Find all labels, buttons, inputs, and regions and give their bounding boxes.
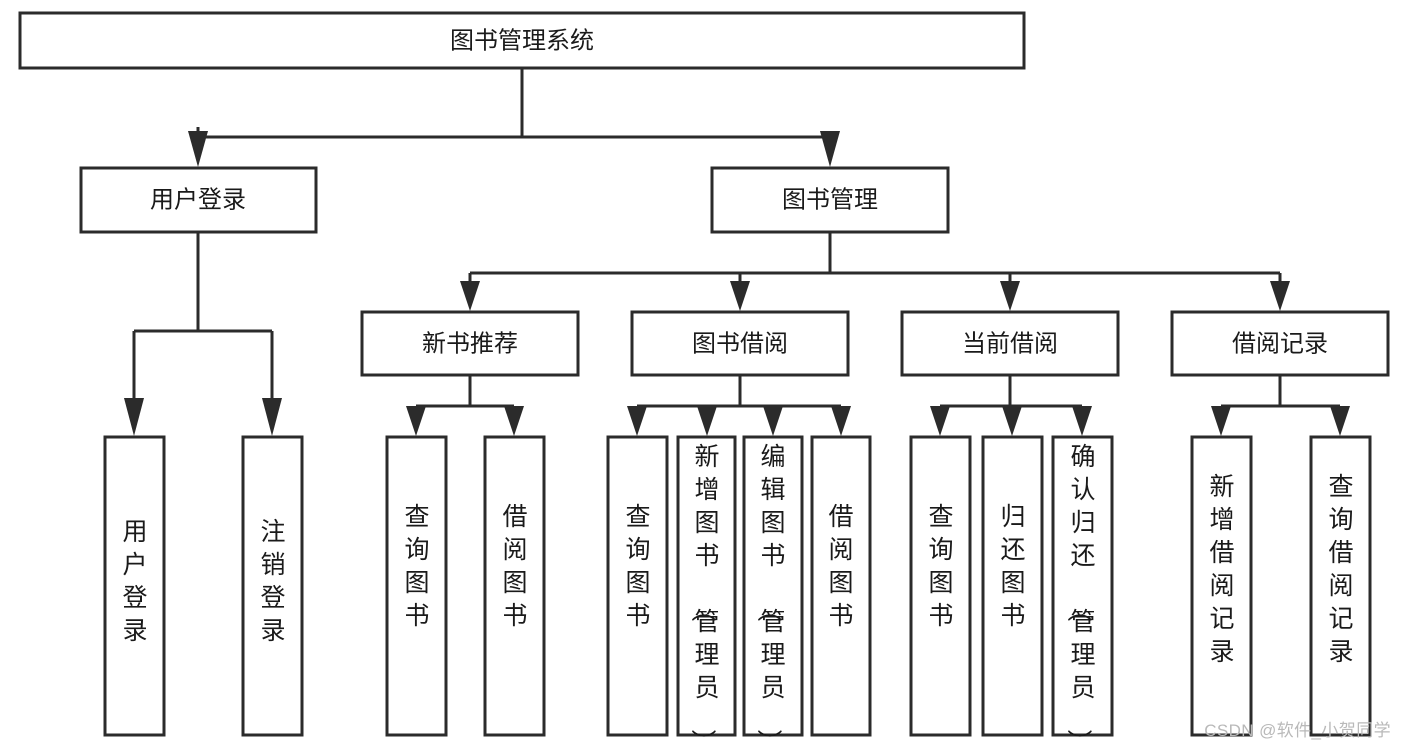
arrow-book-manage-to-borrow-record [1270,281,1290,311]
arrow-book-borrow-to-add-book [697,406,717,436]
node-leaf-edit-book-admin-label: 编辑图书（管理员） [754,443,785,747]
node-leaf-query-book-current[interactable]: 查询图书 [909,435,972,737]
node-leaf-query-borrow-record[interactable]: 查询借阅记录 [1309,435,1372,737]
arrow-current-borrow-to-return-book [1002,406,1022,436]
arrow-root-to-user-login [188,131,208,167]
node-leaf-return-book-label: 归还图书 [1000,503,1025,630]
node-leaf-query-book-borrow-box[interactable] [606,435,669,737]
node-user-login-box[interactable] [79,166,318,234]
node-leaf-user-login-box[interactable] [103,435,166,737]
node-root-label: 图书管理系统 [450,27,594,54]
node-leaf-query-book-recommend[interactable]: 查询图书 [385,435,448,737]
node-new-book-recommend-label: 新书推荐 [422,330,518,357]
arrow-book-borrow-to-edit-book [763,406,783,436]
arrow-borrow-record-to-query-record [1330,406,1350,436]
node-borrow-record-label: 借阅记录 [1232,330,1328,357]
node-book-manage-label: 图书管理 [782,186,878,213]
node-leaf-borrow-book-borrow-label: 借阅图书 [828,503,853,630]
node-root[interactable]: 图书管理系统 [18,11,1026,70]
node-user-login[interactable]: 用户登录 [79,166,318,234]
arrow-current-borrow-to-confirm-return [1072,406,1092,436]
node-leaf-add-book-admin-box[interactable] [676,435,737,737]
node-leaf-query-book-current-box[interactable] [909,435,972,737]
arrow-root-to-book-manage [820,131,840,167]
nodes-layer: 图书管理系统 用户登录 图书管理 新书推荐 图书借阅 [18,11,1390,747]
node-new-book-recommend[interactable]: 新书推荐 [360,310,580,377]
node-leaf-user-login-label: 用户登录 [122,518,147,645]
node-user-login-label: 用户登录 [150,186,246,213]
arrow-book-borrow-to-query-book [627,406,647,436]
node-leaf-edit-book-admin[interactable]: 编辑图书（管理员） [742,435,804,747]
node-leaf-confirm-return-admin-label: 确认归还（管理员） [1064,443,1095,747]
arrow-book-borrow-to-borrow-book [831,406,851,436]
node-leaf-return-book-box[interactable] [981,435,1044,737]
node-leaf-add-borrow-record-box[interactable] [1190,435,1253,737]
node-borrow-record-box[interactable] [1170,310,1390,377]
connectors-layer [124,68,1350,436]
arrow-book-manage-to-current-borrow [1000,281,1020,311]
node-leaf-query-borrow-record-label: 查询借阅记录 [1328,473,1353,666]
node-leaf-add-borrow-record-label: 新增借阅记录 [1209,473,1234,666]
node-current-borrow-label: 当前借阅 [962,330,1058,357]
arrow-user-login-to-leaf-user-login [124,398,144,436]
node-book-borrow-label: 图书借阅 [692,330,788,357]
node-leaf-query-book-current-label: 查询图书 [928,503,953,630]
node-leaf-query-book-recommend-box[interactable] [385,435,448,737]
node-leaf-borrow-book-recommend-box[interactable] [483,435,546,737]
node-leaf-user-login[interactable]: 用户登录 [103,435,166,737]
node-leaf-borrow-book-borrow-box[interactable] [810,435,872,737]
node-book-manage-box[interactable] [710,166,950,234]
watermark-credit: CSDN @软件_小贺同学 [1204,721,1391,740]
node-leaf-borrow-book-recommend[interactable]: 借阅图书 [483,435,546,737]
node-leaf-add-book-admin-label: 新增图书（管理员） [688,443,719,747]
arrow-borrow-record-to-add-record [1211,406,1231,436]
node-book-manage[interactable]: 图书管理 [710,166,950,234]
node-book-borrow[interactable]: 图书借阅 [630,310,850,377]
arrow-book-manage-to-book-borrow [730,281,750,311]
node-leaf-borrow-book-recommend-label: 借阅图书 [502,503,527,630]
node-leaf-confirm-return-admin-box[interactable] [1051,435,1114,737]
arrow-book-manage-to-new-book-recommend [460,281,480,311]
arrow-new-book-recommend-to-borrow-book [504,406,524,436]
node-leaf-return-book[interactable]: 归还图书 [981,435,1044,737]
node-borrow-record[interactable]: 借阅记录 [1170,310,1390,377]
node-leaf-query-book-borrow[interactable]: 查询图书 [606,435,669,737]
node-leaf-add-book-admin[interactable]: 新增图书（管理员） [676,435,737,747]
node-leaf-logout[interactable]: 注销登录 [241,435,304,737]
node-leaf-confirm-return-admin[interactable]: 确认归还（管理员） [1051,435,1114,747]
node-book-borrow-box[interactable] [630,310,850,377]
node-leaf-query-book-recommend-label: 查询图书 [404,503,429,630]
node-leaf-logout-box[interactable] [241,435,304,737]
node-leaf-add-borrow-record[interactable]: 新增借阅记录 [1190,435,1253,737]
node-new-book-recommend-box[interactable] [360,310,580,377]
node-leaf-query-book-borrow-label: 查询图书 [625,503,650,630]
arrow-current-borrow-to-query-book [930,406,950,436]
node-leaf-edit-book-admin-box[interactable] [742,435,804,737]
node-current-borrow-box[interactable] [900,310,1120,377]
node-root-box[interactable] [18,11,1026,70]
arrow-new-book-recommend-to-query-book [406,406,426,436]
node-leaf-query-borrow-record-box[interactable] [1309,435,1372,737]
node-leaf-borrow-book-borrow[interactable]: 借阅图书 [810,435,872,737]
arrow-user-login-to-leaf-logout [262,398,282,436]
node-current-borrow[interactable]: 当前借阅 [900,310,1120,377]
node-leaf-logout-label: 注销登录 [260,518,285,645]
